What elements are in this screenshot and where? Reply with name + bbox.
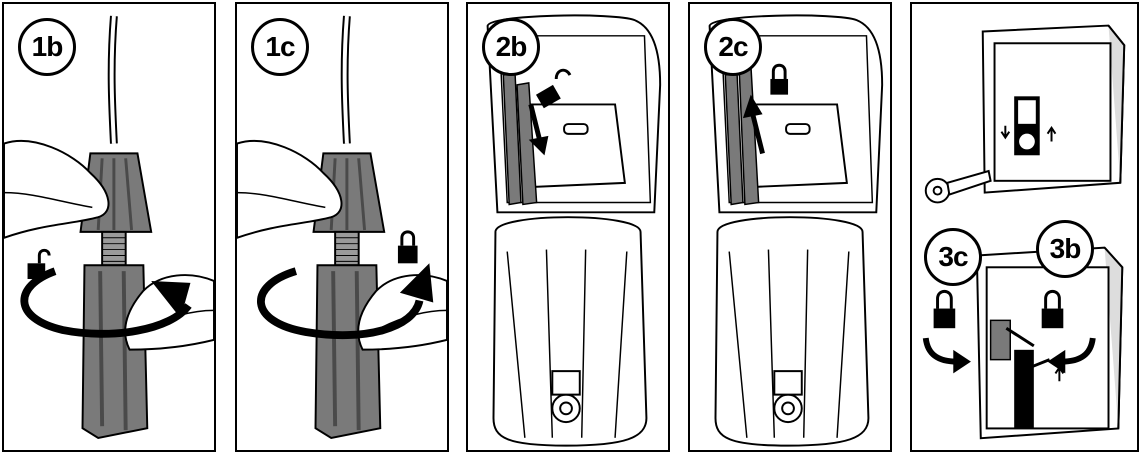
step-badge: 3c [924, 228, 982, 286]
panel-step-1b: 1b [2, 2, 216, 452]
key-icon [926, 171, 991, 202]
panel-step-2b: 2b [466, 2, 670, 452]
step-badge: 1c [251, 18, 309, 76]
illustration-key-switch [912, 4, 1137, 450]
panel-step-3: 3c 3b [910, 2, 1139, 452]
step-badge: 3b [1036, 220, 1094, 278]
step-badge: 2b [482, 18, 540, 76]
step-badge: 2c [704, 18, 762, 76]
padlock-closed-icon [934, 291, 956, 328]
panel-step-1c: 1c [235, 2, 449, 452]
step-badge: 1b [18, 18, 76, 76]
padlock-closed-icon [398, 232, 418, 263]
rotate-arrow-icon [926, 338, 971, 373]
panel-step-2c: 2c [688, 2, 892, 452]
